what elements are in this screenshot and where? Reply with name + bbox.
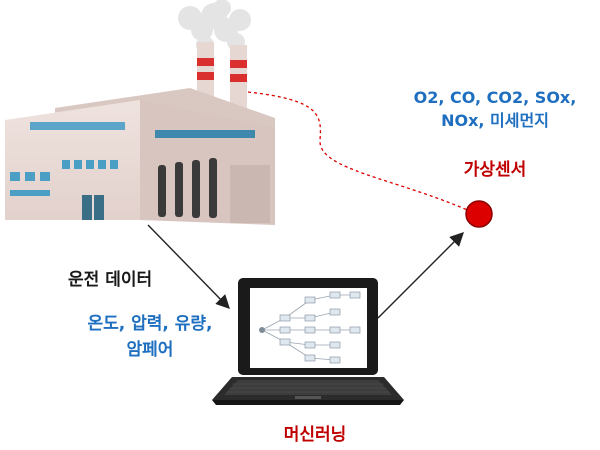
data-flow-arrow	[147, 224, 230, 310]
virtual-sensor-title: 가상센서	[463, 160, 527, 180]
operation-variables-label: 온도, 압력, 유량, 암페어	[70, 311, 230, 363]
factory-icon	[5, 0, 275, 225]
operation-variables-line-1: 온도, 압력, 유량,	[87, 314, 213, 334]
emission-dashed-line	[247, 91, 473, 213]
laptop-icon	[212, 278, 404, 405]
gas-list-label: O2, CO, CO2, SOx, NOx, 미세먼지	[395, 86, 595, 132]
sensor-arrow	[377, 232, 464, 319]
gas-list-line-1: O2, CO, CO2, SOx,	[413, 88, 577, 107]
operation-data-title: 운전 데이터	[68, 270, 153, 290]
gas-list-line-2: NOx, 미세먼지	[441, 111, 549, 130]
machine-learning-title: 머신러닝	[283, 425, 347, 445]
virtual-sensor-dot	[465, 200, 493, 228]
operation-variables-line-2: 암페어	[126, 340, 174, 360]
